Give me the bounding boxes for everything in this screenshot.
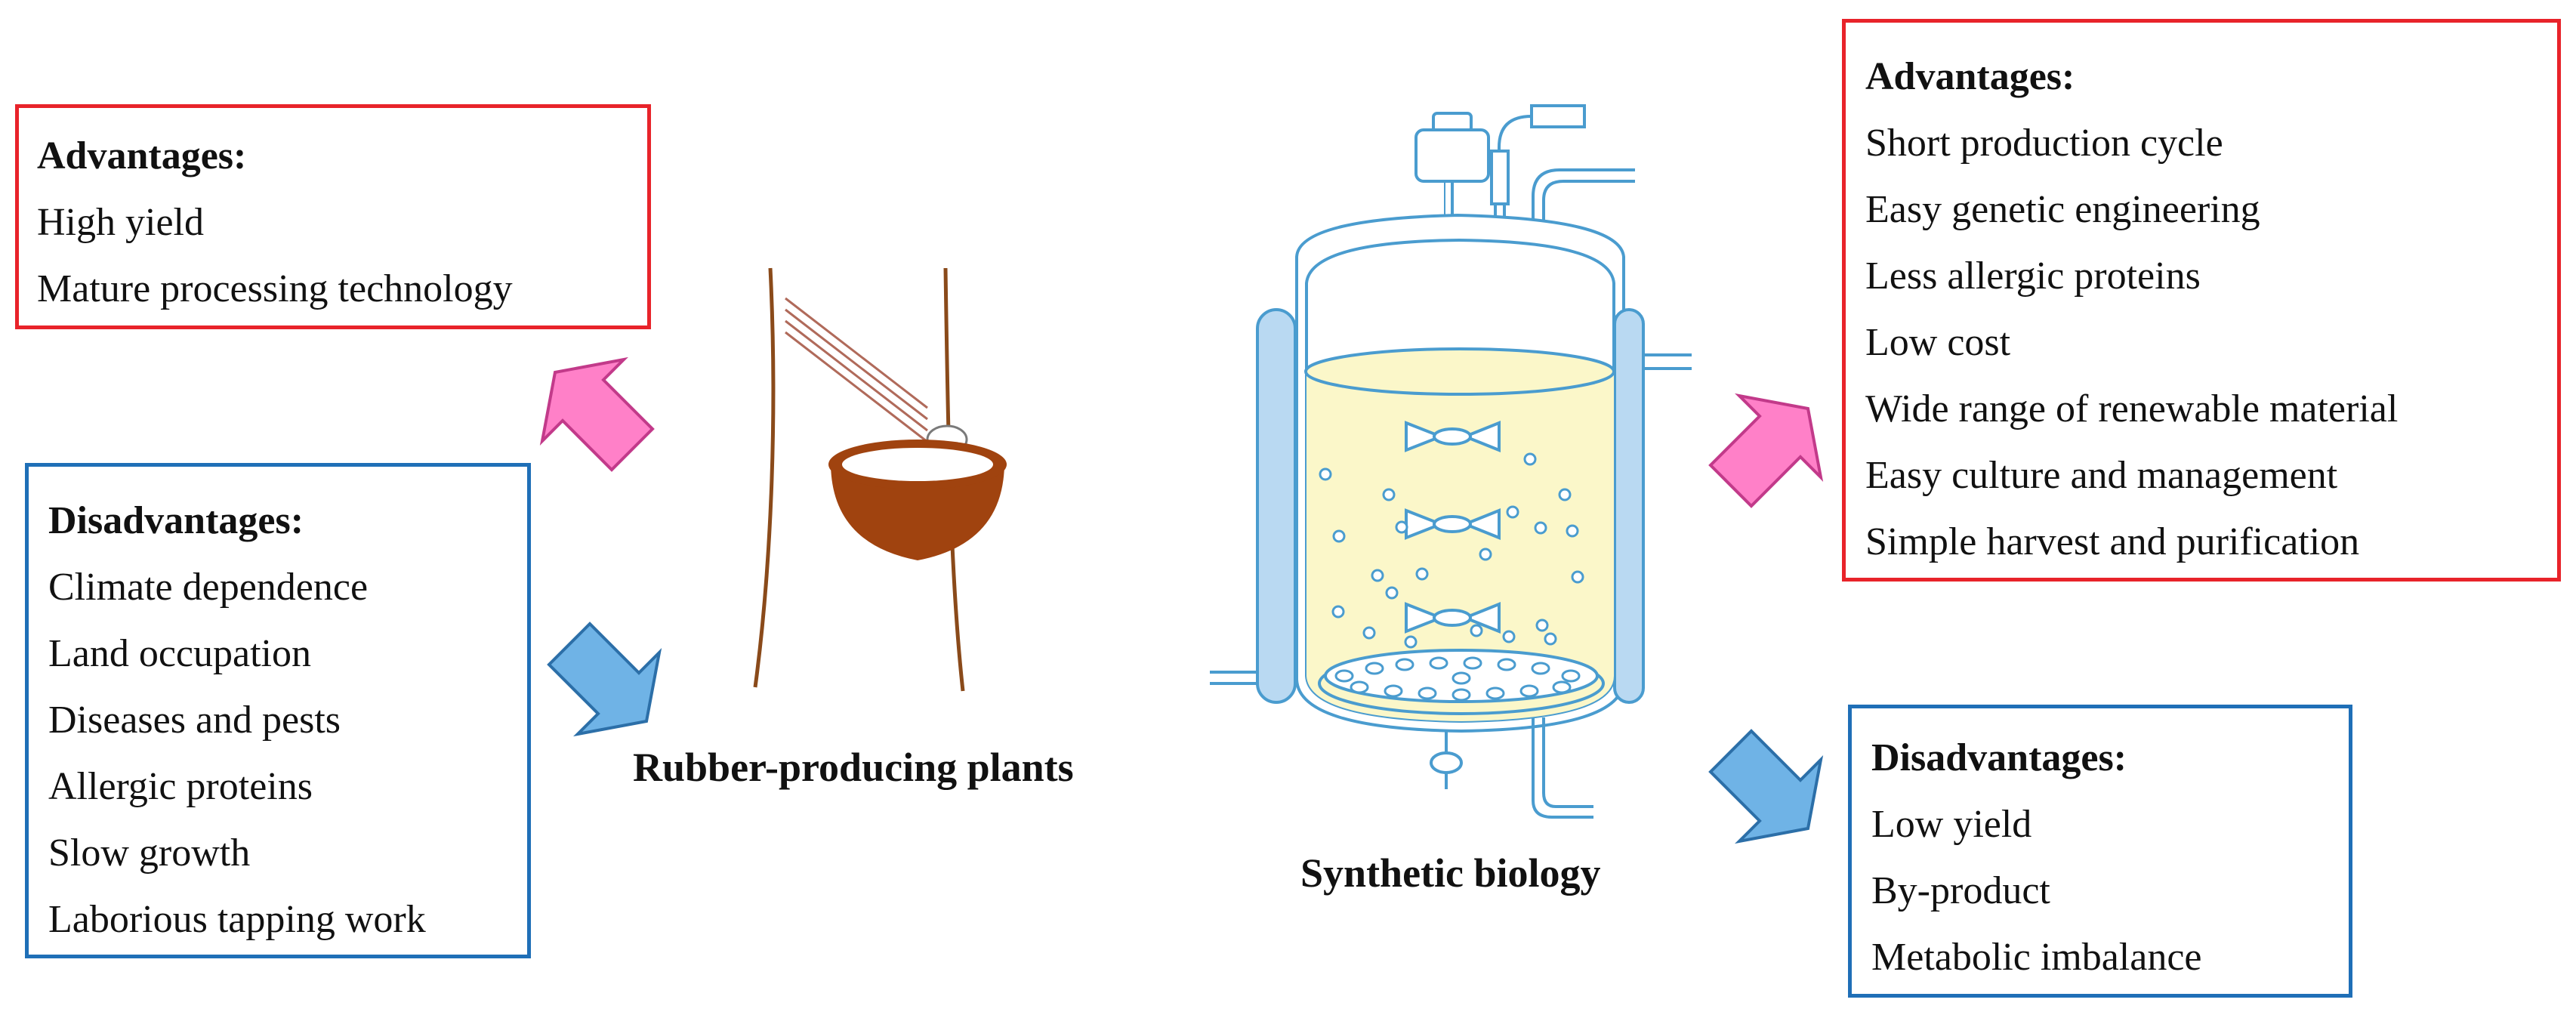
plant-disadvantage-item: Diseases and pests [48, 699, 341, 742]
synbio-advantages-box: Advantages: Short production cycle Easy … [1842, 19, 2561, 582]
plant-disadvantage-item: Allergic proteins [48, 765, 313, 808]
drain-valve [1430, 751, 1463, 774]
latex-in-bowl [842, 448, 993, 481]
synbio-advantage-item: Simple harvest and purification [1865, 520, 2360, 563]
bioreactor-illustration [1210, 104, 1692, 819]
culture-liquid [1307, 356, 1614, 721]
arrow-synbio-advantages [1708, 393, 1824, 508]
synbio-disadvantages-heading: Disadvantages: [1871, 736, 2127, 779]
synbio-advantage-item: Less allergic proteins [1865, 255, 2201, 298]
plant-disadvantage-item: Laborious tapping work [48, 898, 426, 941]
rubber-plants-caption: Rubber-producing plants [633, 745, 1074, 790]
plant-advantages-heading: Advantages: [37, 134, 247, 177]
plant-advantage-item: High yield [37, 201, 204, 244]
cooling-jacket-right [1613, 308, 1645, 704]
synbio-advantage-item: Wide range of renewable material [1865, 387, 2399, 430]
arrow-synbio-disadvantages [1708, 729, 1824, 844]
synthetic-biology-caption: Synthetic biology [1300, 850, 1601, 896]
synbio-disadvantage-item: Low yield [1871, 803, 2032, 846]
arrow-plant-disadvantages [547, 622, 662, 737]
synbio-advantage-item: Easy genetic engineering [1865, 188, 2260, 231]
synbio-disadvantage-item: By-product [1871, 869, 2050, 912]
synbio-disadvantages-box: Disadvantages: Low yield By-product Meta… [1848, 705, 2352, 998]
plant-advantages-box: Advantages: High yield Mature processing… [15, 104, 651, 329]
plant-advantage-item: Mature processing technology [37, 267, 513, 310]
plant-disadvantages-heading: Disadvantages: [48, 499, 304, 542]
cooling-jacket-left [1256, 308, 1297, 704]
gas-bubbles [1319, 452, 1584, 649]
synbio-disadvantage-item: Metabolic imbalance [1871, 936, 2202, 979]
motor-icon [1414, 128, 1490, 183]
arrow-plant-advantages [539, 356, 655, 472]
plant-disadvantage-item: Slow growth [48, 831, 251, 875]
plant-disadvantage-item: Climate dependence [48, 566, 369, 609]
tapping-cut-lines [785, 297, 928, 443]
impeller-blades [1405, 421, 1501, 634]
synbio-advantage-item: Easy culture and management [1865, 454, 2338, 497]
latex-bowl-icon [831, 462, 1004, 560]
plant-disadvantages-box: Disadvantages: Climate dependence Land o… [25, 463, 531, 958]
synbio-advantage-item: Low cost [1865, 321, 2011, 364]
synbio-advantages-heading: Advantages: [1865, 55, 2075, 98]
synbio-advantage-item: Short production cycle [1865, 122, 2223, 165]
rubber-tree-illustration [753, 267, 1007, 692]
tree-trunk-left [753, 267, 776, 688]
plant-disadvantage-item: Land occupation [48, 632, 311, 675]
